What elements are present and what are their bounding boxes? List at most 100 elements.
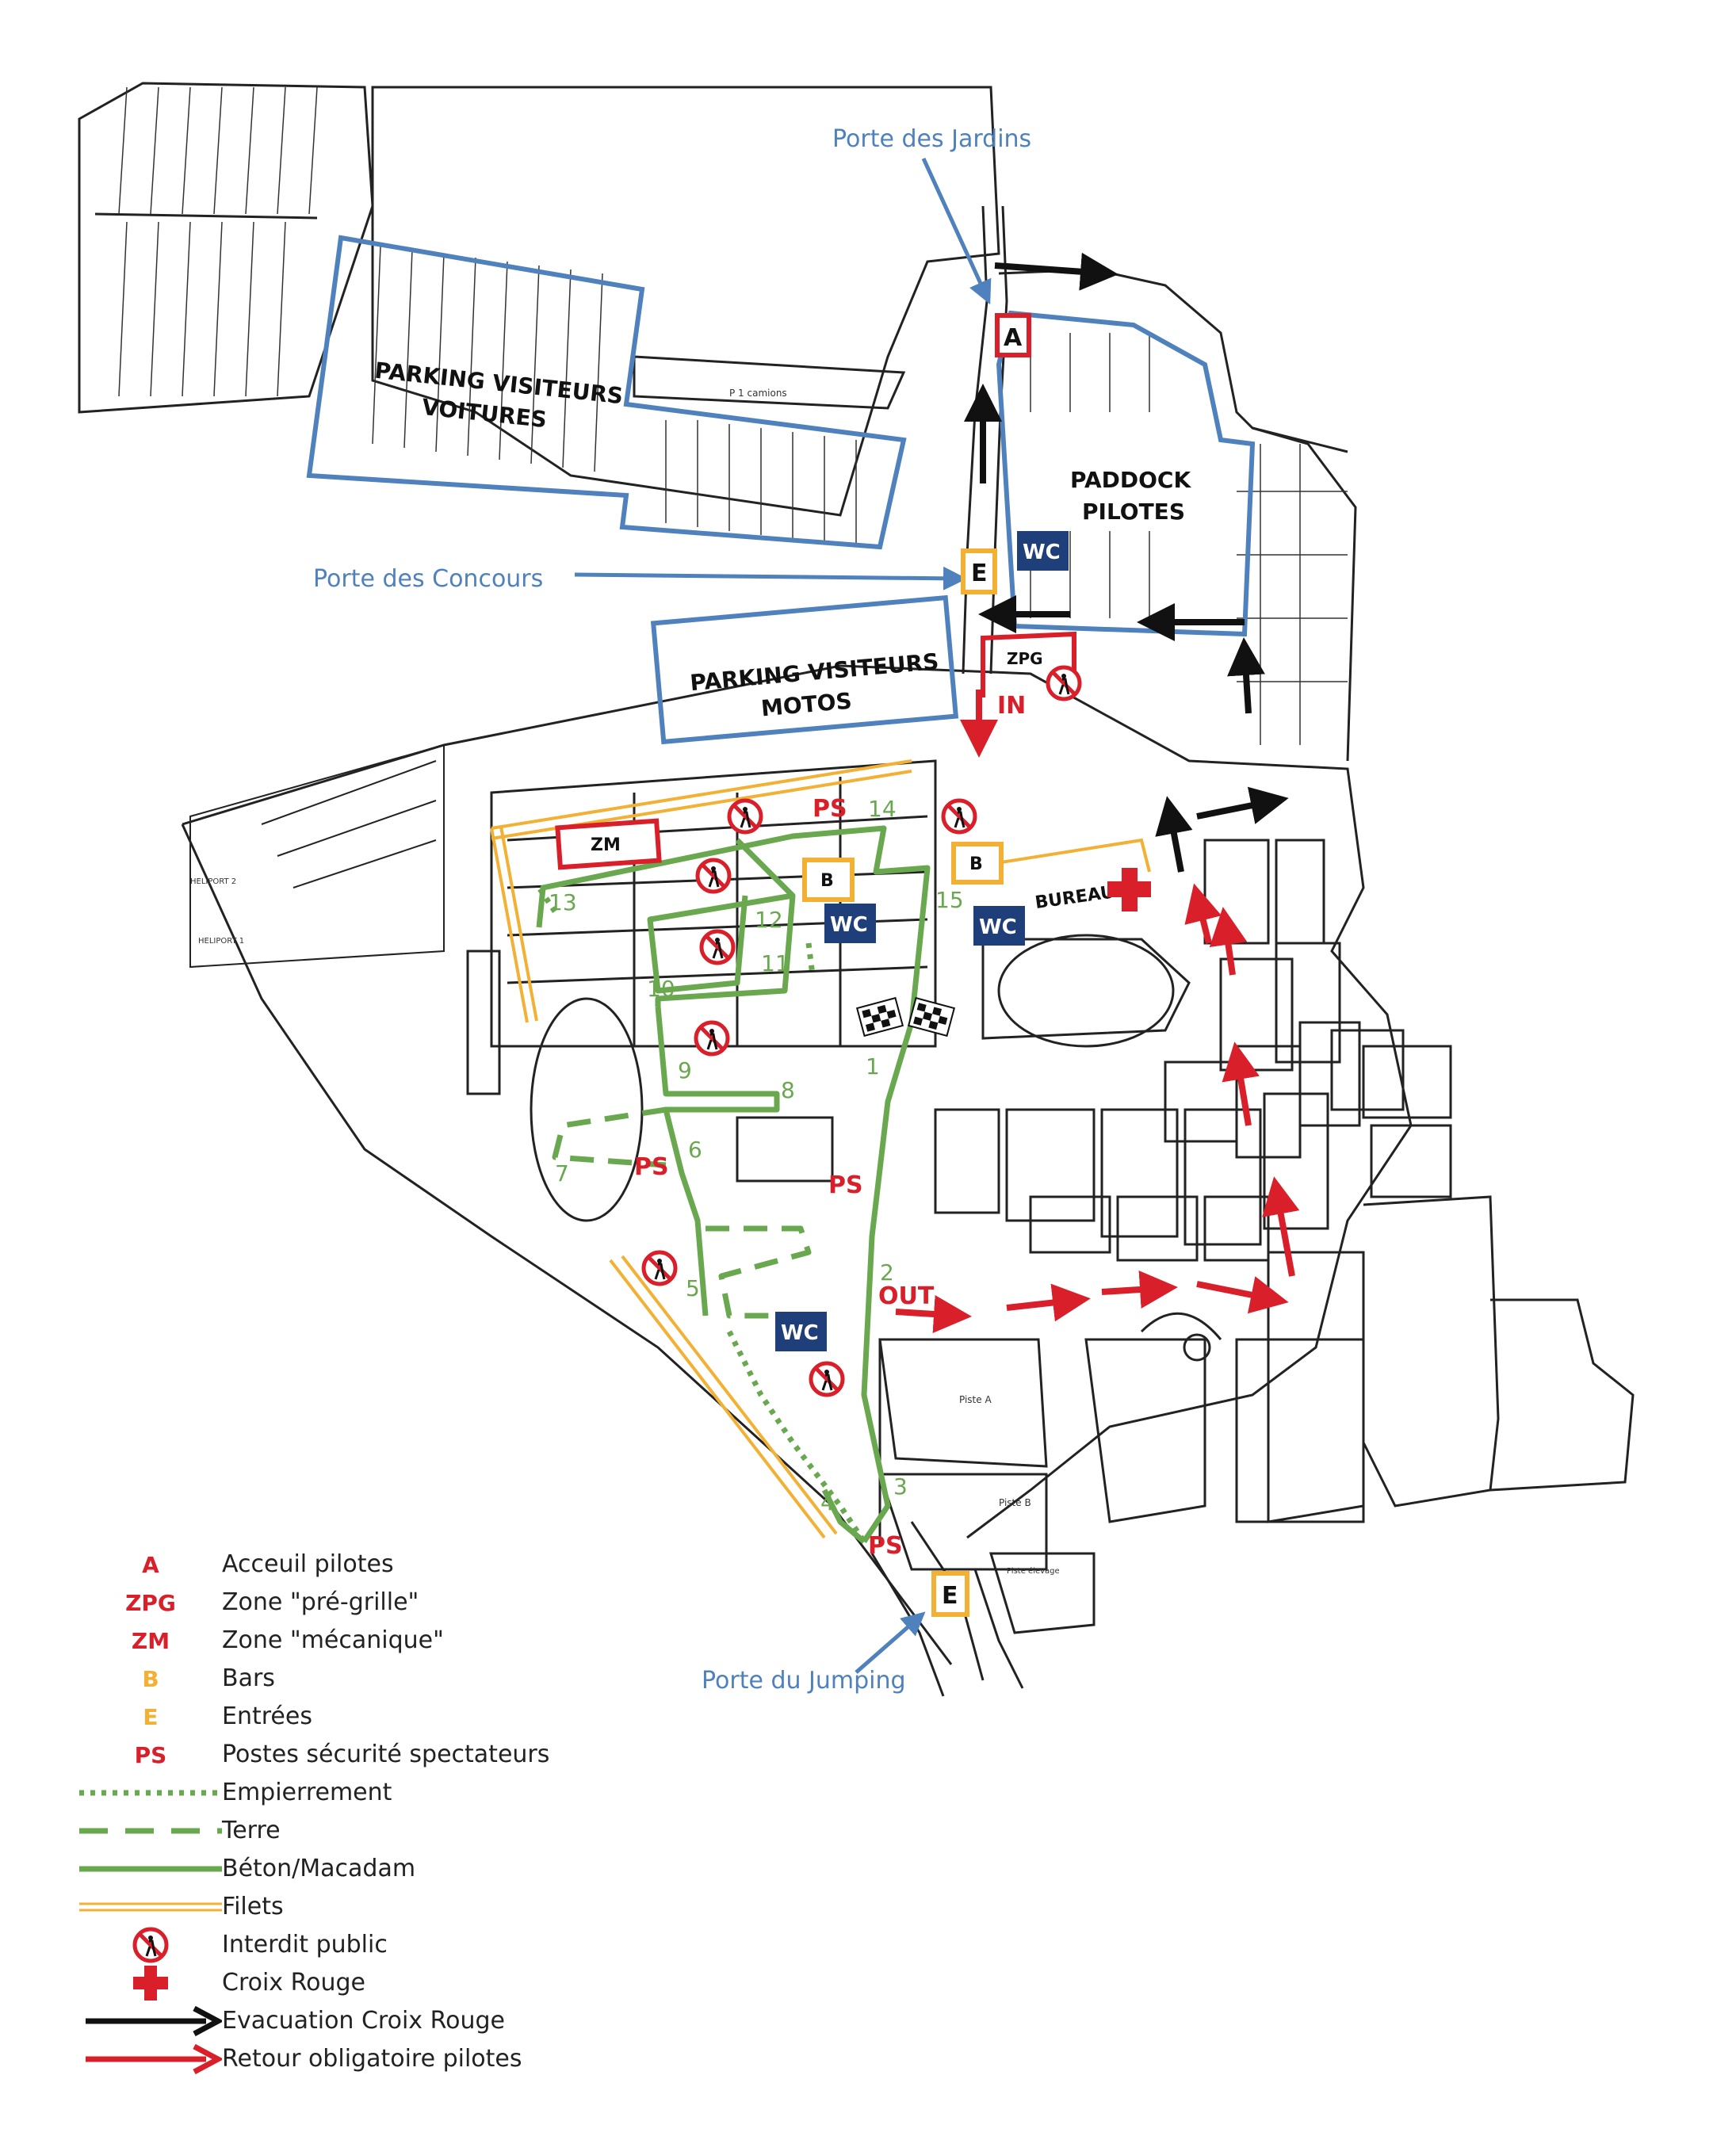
legend-symbol: ZM [131, 1627, 170, 1654]
legend-symbol: A [142, 1551, 159, 1578]
legend-label: Croix Rouge [222, 1969, 365, 1997]
no-pedestrian-icon [696, 1022, 728, 1054]
legend-label: Empierrement [222, 1779, 392, 1806]
legend-symbol: PS [134, 1741, 167, 1768]
heliport-2-label: HELIPORT 2 [190, 877, 236, 886]
legend-label: Postes sécurité spectateurs [222, 1741, 550, 1768]
svg-text:ZPG: ZPG [1007, 649, 1043, 668]
svg-text:E: E [942, 1582, 958, 1610]
parking-motos-label-2: MOTOS [760, 688, 853, 722]
svg-text:1: 1 [866, 1053, 880, 1080]
marker-bar-1: B [802, 858, 855, 902]
wc-center: WC [824, 904, 876, 943]
red-arrow-icon [86, 2043, 222, 2075]
legend-label: Evacuation Croix Rouge [222, 2007, 505, 2035]
svg-text:13: 13 [549, 889, 577, 915]
ps-label-2: PS [634, 1153, 669, 1181]
legend-label: Terre [222, 1817, 281, 1844]
ps-label-3: PS [828, 1171, 863, 1199]
finish-flag-icon [855, 996, 956, 1038]
legend-row-zm: ZM Zone "mécanique" [79, 1622, 713, 1660]
wc-south: WC [775, 1312, 827, 1351]
marker-zpg: ZPG [981, 631, 1076, 697]
svg-text:8: 8 [781, 1077, 795, 1103]
gate-label-concours: Porte des Concours [313, 565, 543, 593]
no-pedestrian-icon [811, 1363, 843, 1395]
parking-motos-outline [650, 594, 959, 745]
paddock-label-1: PADDOCK [1070, 467, 1191, 493]
legend-label: Béton/Macadam [222, 1855, 416, 1882]
svg-text:A: A [1004, 324, 1023, 352]
legend-label: Zone "pré-grille" [222, 1588, 419, 1616]
paddock-label-2: PILOTES [1082, 499, 1185, 525]
svg-text:WC: WC [781, 1321, 819, 1345]
no-pedestrian-icon [1048, 667, 1080, 699]
svg-text:10: 10 [647, 976, 675, 1002]
p1-camions-label: P 1 camions [729, 388, 787, 399]
marker-bar-2: B [951, 842, 1004, 885]
piste-elevage-label: Piste élevage [1007, 1566, 1060, 1576]
piste-a-label: Piste A [959, 1394, 992, 1405]
legend-symbol: ZPG [125, 1589, 176, 1616]
heliport-1-label: HELIPORT 1 [198, 937, 244, 946]
svg-text:WC: WC [830, 913, 868, 937]
legend-row-accueil: A Acceuil pilotes [79, 1546, 713, 1584]
legend-row-retour: Retour obligatoire pilotes [79, 2040, 713, 2078]
piste-b-label: Piste B [999, 1497, 1031, 1508]
legend-row-empierrement: Empierrement [79, 1774, 713, 1812]
svg-text:5: 5 [686, 1275, 700, 1301]
legend-row-evacuation: Evacuation Croix Rouge [79, 2002, 713, 2040]
no-pedestrian-icon [79, 1926, 222, 1964]
out-label: OUT [878, 1282, 935, 1310]
svg-text:3: 3 [893, 1473, 908, 1500]
solid-line-swatch [79, 1866, 222, 1872]
no-pedestrian-icon [943, 801, 975, 832]
parking-motos-label-1: PARKING VISITEURS [689, 648, 940, 696]
svg-text:11: 11 [761, 950, 790, 976]
legend-row-interdit: Interdit public [79, 1926, 713, 1964]
green-track [536, 825, 931, 1544]
legend-row-bars: B Bars [79, 1660, 713, 1698]
legend-label: Interdit public [222, 1931, 388, 1958]
no-pedestrian-icon [729, 801, 761, 832]
no-pedestrian-icon [698, 860, 729, 892]
ps-label-4: PS [868, 1532, 903, 1560]
svg-text:12: 12 [755, 907, 783, 933]
svg-text:14: 14 [868, 796, 897, 822]
legend-label: Entrées [222, 1702, 312, 1730]
svg-text:15: 15 [935, 887, 964, 913]
paddock-outline [996, 310, 1256, 637]
legend-symbol: B [142, 1665, 159, 1692]
marker-accueil: A [995, 313, 1031, 357]
legend-row-ps: PS Postes sécurité spectateurs [79, 1736, 713, 1774]
legend-row-filets: Filets [79, 1888, 713, 1926]
bureau-label: BUREAU [1034, 882, 1115, 913]
wc-arena: WC [973, 906, 1025, 946]
svg-text:WC: WC [979, 915, 1017, 939]
svg-text:ZM: ZM [591, 835, 621, 855]
track-number-labels: 1 2 3 4 5 6 7 8 9 10 11 12 13 14 15 [549, 796, 964, 1515]
svg-text:B: B [820, 871, 834, 891]
marker-entree-concours: E [961, 548, 997, 594]
legend-label: Bars [222, 1664, 275, 1692]
black-arrow-icon [86, 2005, 222, 2037]
legend-label: Retour obligatoire pilotes [222, 2045, 522, 2073]
legend-row-beton: Béton/Macadam [79, 1850, 713, 1888]
legend-symbol: E [143, 1703, 159, 1730]
gate-arrows [574, 157, 992, 1674]
legend-row-zpg: ZPG Zone "pré-grille" [79, 1584, 713, 1622]
evacuation-arrows [964, 252, 1289, 873]
return-arrows [895, 690, 1300, 1333]
legend-label: Zone "mécanique" [222, 1626, 444, 1654]
gate-label-jumping: Porte du Jumping [702, 1667, 906, 1695]
blue-zones [306, 235, 1256, 745]
track-beton [536, 825, 931, 1544]
parking-voitures-outline [306, 235, 907, 550]
double-line-swatch [79, 1902, 222, 1912]
track-empierrement [537, 886, 866, 1543]
svg-text:9: 9 [678, 1057, 692, 1083]
wc-paddock: WC [1017, 531, 1069, 571]
red-cross-icon [133, 1966, 168, 2001]
